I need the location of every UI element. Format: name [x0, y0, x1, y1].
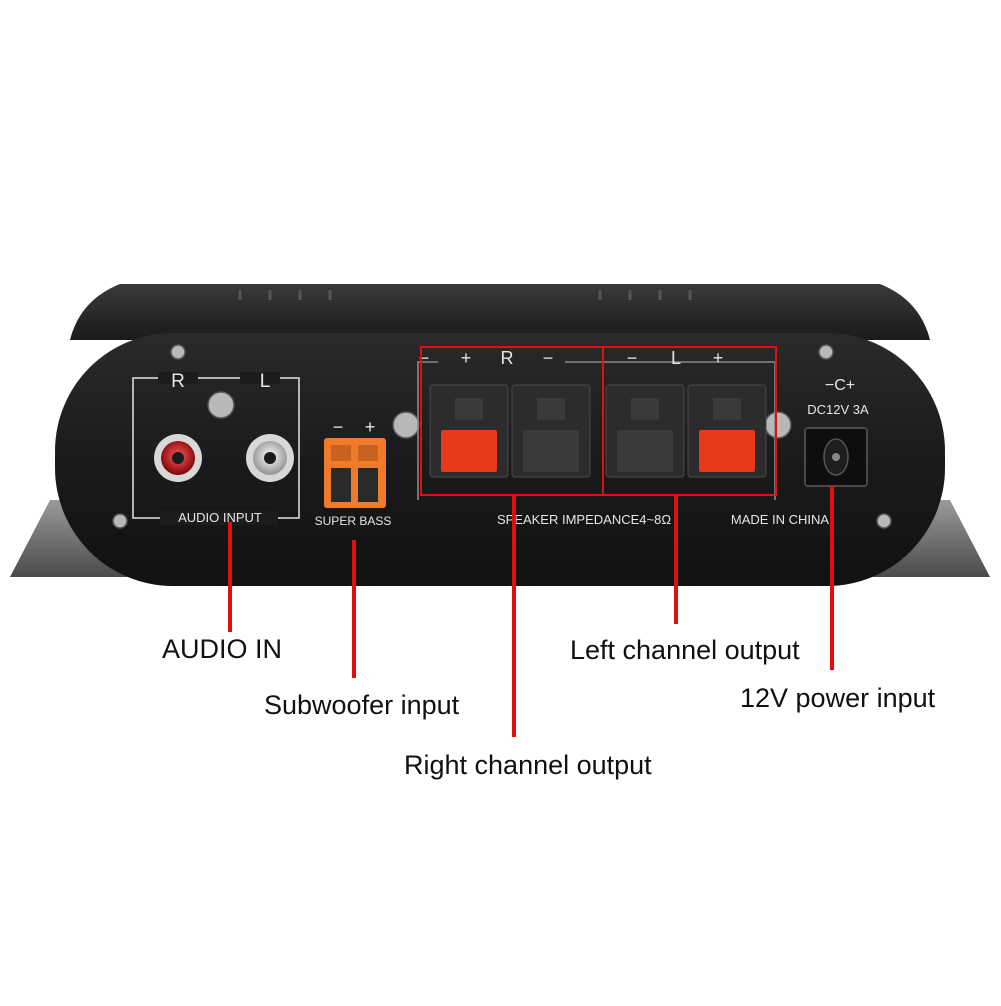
label-l: L [260, 371, 271, 392]
audio-input-label: AUDIO INPUT [178, 510, 262, 525]
left-minus-label: − [627, 348, 638, 368]
heatsink-top [70, 284, 930, 340]
super-bass-label: SUPER BASS [315, 514, 392, 528]
left-plus-label: + [713, 348, 724, 368]
left-letter-label: L [671, 348, 681, 368]
right-plus-label: + [461, 348, 472, 368]
callout-right-channel-output: Right channel output [404, 750, 652, 780]
label-r: R [171, 371, 185, 392]
dc-power-jack-icon [804, 427, 868, 487]
right-minus-label: − [543, 348, 554, 368]
heatsink-fins [238, 290, 692, 300]
dc-rating-label: DC12V 3A [807, 402, 869, 417]
speaker-impedance-label: SPEAKER IMPEDANCE4~8Ω [497, 512, 671, 527]
left-output-highlight [602, 346, 777, 496]
rca-jack-left-icon [246, 434, 294, 482]
made-in-label: MADE IN CHINA [731, 512, 830, 527]
speaker-terminal-r-minus-icon [511, 384, 591, 478]
right-lead-minus: − [419, 348, 430, 368]
callout-audio-in: AUDIO IN [162, 634, 283, 664]
dc-symbol: −C+ [825, 377, 855, 394]
screw-icons [112, 344, 892, 529]
callout-power-input: 12V power input [740, 683, 936, 713]
speaker-terminal-l-minus-icon [605, 384, 685, 478]
bass-minus-label: − [333, 417, 344, 437]
speaker-terminal-r-plus-icon [429, 384, 509, 478]
callout-left-channel-output: Left channel output [570, 635, 800, 665]
rca-jack-right-icon [154, 434, 202, 482]
callout-lines [228, 486, 834, 737]
super-bass-terminal-icon [324, 438, 386, 508]
callout-subwoofer-input: Subwoofer input [264, 690, 460, 720]
right-letter-label: R [501, 348, 514, 368]
bass-plus-label: + [365, 417, 376, 437]
speaker-terminal-l-plus-icon [687, 384, 767, 478]
